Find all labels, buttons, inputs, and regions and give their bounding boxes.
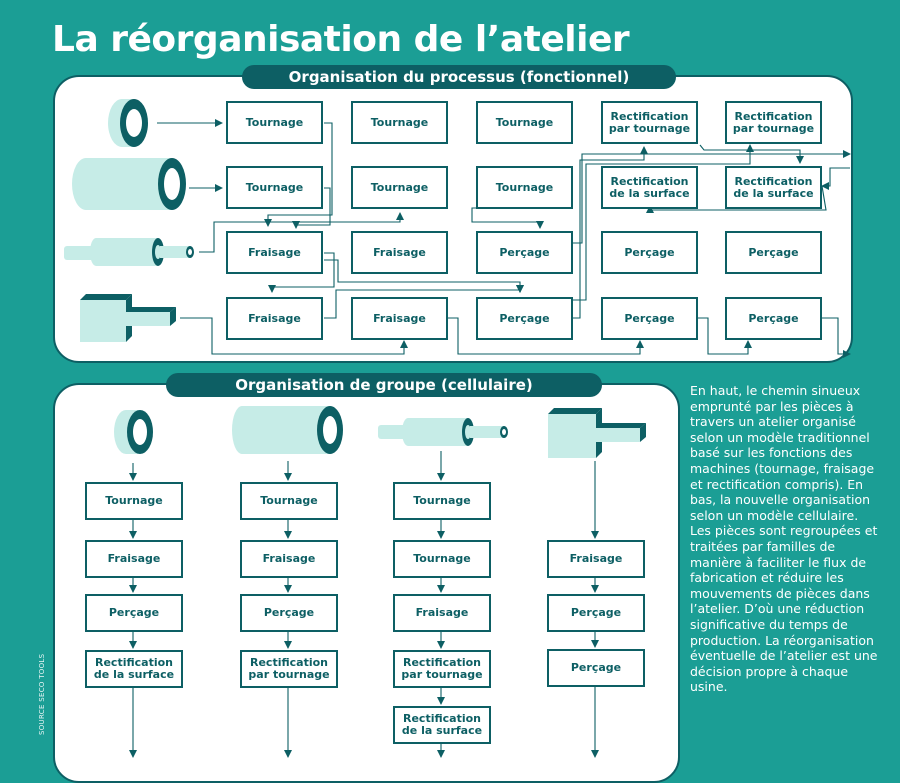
- tube-part-icon: [72, 158, 186, 210]
- cellular-machine-box: Rectification par tournage: [240, 650, 338, 688]
- functional-machine-box: Perçage: [476, 297, 573, 340]
- functional-heading: Organisation du processus (fonctionnel): [242, 65, 676, 89]
- block-part-icon: [548, 408, 646, 458]
- functional-machine-box: Rectification de la surface: [601, 166, 698, 209]
- functional-machine-box: Fraisage: [351, 297, 448, 340]
- block-part-icon: [80, 294, 176, 342]
- cellular-machine-box: Perçage: [85, 594, 183, 632]
- functional-machine-box: Fraisage: [351, 231, 448, 274]
- page-title: La réorganisation de l’atelier: [52, 19, 630, 60]
- flow-path-shaft: [199, 212, 404, 253]
- functional-machine-box: Fraisage: [226, 231, 323, 274]
- cellular-machine-box: Fraisage: [547, 540, 645, 578]
- stepped-shaft-part-icon: [64, 238, 194, 266]
- functional-machine-box: Rectification de la surface: [725, 166, 822, 209]
- cellular-machine-box: Fraisage: [240, 540, 338, 578]
- source-credit: SOURCE SECO TOOLS: [38, 653, 46, 735]
- cellular-machine-box: Tournage: [393, 482, 491, 520]
- functional-machine-box: Tournage: [351, 166, 448, 209]
- cellular-machine-box: Rectification de la surface: [393, 706, 491, 744]
- functional-machine-box: Tournage: [351, 101, 448, 144]
- functional-machine-box: Perçage: [725, 297, 822, 340]
- cellular-machine-box: Fraisage: [393, 594, 491, 632]
- ring-part-icon: [114, 410, 153, 454]
- cellular-machine-box: Tournage: [393, 540, 491, 578]
- functional-machine-box: Perçage: [476, 231, 573, 274]
- cellular-machine-box: Perçage: [240, 594, 338, 632]
- cellular-machine-box: Perçage: [547, 594, 645, 632]
- functional-machine-box: Perçage: [601, 231, 698, 274]
- flow-path-block: [180, 317, 408, 355]
- functional-machine-box: Tournage: [226, 166, 323, 209]
- functional-machine-box: Rectification par tournage: [601, 101, 698, 144]
- tube-part-icon: [232, 406, 343, 454]
- cellular-machine-box: Tournage: [85, 482, 183, 520]
- functional-machine-box: Tournage: [476, 166, 573, 209]
- functional-machine-box: Perçage: [601, 297, 698, 340]
- ring-part-icon: [108, 99, 148, 147]
- stepped-shaft-part-icon: [378, 418, 508, 446]
- cellular-machine-box: Tournage: [240, 482, 338, 520]
- cellular-machine-box: Rectification par tournage: [393, 650, 491, 688]
- cellular-machine-box: Fraisage: [85, 540, 183, 578]
- functional-machine-box: Fraisage: [226, 297, 323, 340]
- functional-machine-box: Tournage: [476, 101, 573, 144]
- functional-machine-box: Tournage: [226, 101, 323, 144]
- cellular-heading: Organisation de groupe (cellulaire): [166, 373, 602, 397]
- cellular-machine-box: Rectification de la surface: [85, 650, 183, 688]
- functional-machine-box: Rectification par tournage: [725, 101, 822, 144]
- cellular-machine-box: Perçage: [547, 649, 645, 687]
- description-text: En haut, le chemin sinueux emprunté par …: [690, 383, 878, 695]
- functional-machine-box: Perçage: [725, 231, 822, 274]
